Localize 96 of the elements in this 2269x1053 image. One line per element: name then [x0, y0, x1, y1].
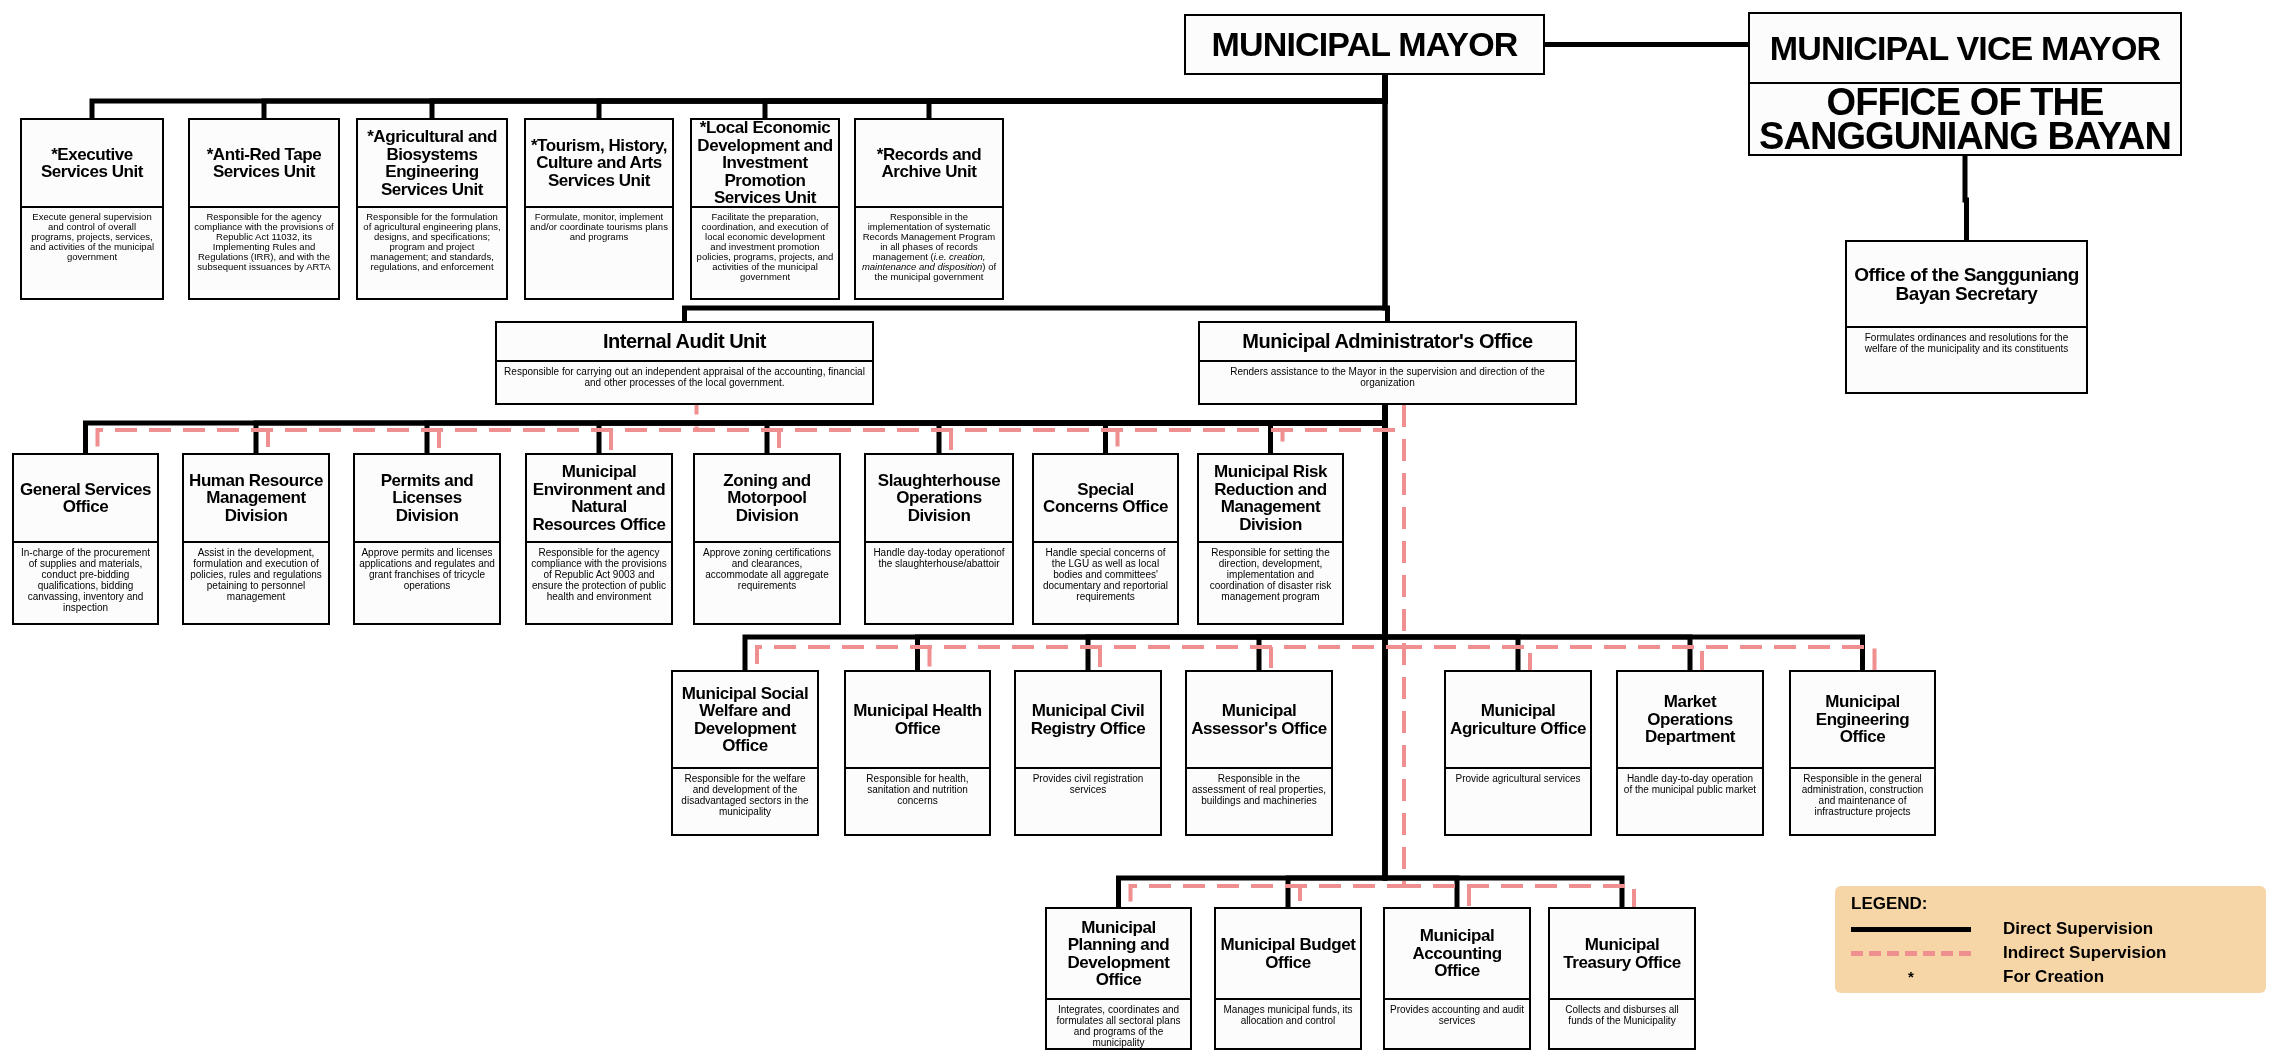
office-box — [182, 453, 330, 625]
office-title: *Tourism, History, Culture and Arts Services Unit — [530, 136, 668, 190]
position-title: OFFICE OF THE SANGGUNIANG BAYAN — [1758, 85, 2172, 153]
office-title: Municipal Accounting Office — [1411, 927, 1503, 980]
office-box — [1444, 670, 1592, 836]
office-box — [20, 118, 164, 300]
position-title: MUNICIPAL MAYOR — [1211, 27, 1518, 62]
office-title: *Agricultural and Biosystems Engineering Services Unit — [366, 128, 498, 198]
office-box — [525, 453, 673, 625]
office-description: Assist in the development, formulation and execution of policies, rules and regulations petaining to personnel management — [189, 547, 323, 602]
office-description: Execute general supervision and control of overall programs, projects, services, and activities of the municipal government — [28, 212, 156, 262]
legend-symbol: * — [1908, 968, 1914, 986]
office-description: Provides civil registration services — [1031, 773, 1145, 795]
office-box — [1185, 670, 1333, 836]
office-title: *Executive Services Unit — [39, 145, 145, 181]
office-description: Renders assistance to the Mayor in the supervision and direction of the organization — [1229, 366, 1546, 388]
office-title: Municipal Health Office — [852, 702, 983, 737]
office-title: Market Operations Department — [1643, 693, 1737, 746]
office-title: General Services Office — [18, 480, 153, 516]
office-box — [1616, 670, 1764, 836]
legend-heading: LEGEND: — [1851, 894, 1929, 914]
office-box — [495, 321, 874, 405]
connector-line — [1545, 42, 1748, 47]
office-box — [1383, 907, 1531, 1050]
office-description: In-charge of the procurement of supplies and materials, conduct pre-bidding qualifications, bidding canvassing, inventory and inspection — [20, 547, 151, 613]
office-title: *Local Economic Development and Investment Promotion Services Unit — [696, 119, 834, 207]
office-description: Responsible for setting the direction, development, implementation and coordination of disaster risk management program — [1208, 547, 1333, 602]
office-description: Provides accounting and audit services — [1389, 1004, 1525, 1026]
position-title: MUNICIPAL VICE MAYOR — [1769, 30, 2161, 66]
office-description: Responsible for health, sanitation and nutrition concerns — [865, 773, 970, 806]
office-description: Handle day-to-day operation of the municipal public market — [1622, 773, 1758, 795]
office-title: Municipal Administrator's Office — [1242, 331, 1533, 352]
office-title: Human Resource Management Division — [188, 471, 324, 525]
office-box — [1045, 907, 1192, 1050]
office-title: Internal Audit Unit — [602, 331, 767, 352]
office-description: Responsible in the general administration, construction and maintenance of infrastructure projects — [1800, 773, 1925, 817]
office-box — [693, 453, 841, 625]
office-description: Integrates, coordinates and formulates all sectoral plans and programs of the municipality — [1055, 1004, 1182, 1048]
office-description: Responsible in the implementation of systematic Records Management Program in all phases of records management (i.e. creation, maintenance and disposition) of the municipal government — [860, 212, 998, 282]
office-description: Approve zoning certifications and clearances, accommodate all aggregate requirements — [702, 547, 832, 591]
office-box — [844, 670, 991, 836]
office-box — [1845, 240, 2088, 394]
office-box — [353, 453, 501, 625]
office-title: Municipal Engineering Office — [1814, 693, 1911, 746]
office-title: Municipal Agriculture Office — [1450, 702, 1586, 737]
office-description: Facilitate the preparation, coordination, and execution of local economic development and investment promotion policies, programs, projects, and activities of the municipal government — [696, 212, 834, 282]
office-box — [188, 118, 340, 300]
title-box — [1748, 12, 2182, 156]
office-description: Responsible for the agency compliance with the provisions of Republic Act 9003 and ensure the protection of public health and environment — [531, 547, 667, 602]
office-title: *Records and Archive Unit — [875, 145, 983, 181]
office-description: Handle day-today operationof the slaughterhouse/abattoir — [872, 547, 1006, 569]
office-title: Municipal Budget Office — [1220, 936, 1356, 971]
legend-text: Indirect Supervision — [2003, 942, 2167, 964]
office-box — [1789, 670, 1936, 836]
office-description: Manages municipal funds, its allocation and control — [1222, 1004, 1354, 1026]
legend-text: For Creation — [2003, 966, 2105, 988]
office-box — [864, 453, 1014, 625]
office-box — [1548, 907, 1696, 1050]
office-description: Responsible for the welfare and development of the disadvantaged sectors in the municipality — [680, 773, 810, 817]
office-box — [671, 670, 819, 836]
office-title: *Anti-Red Tape Services Unit — [205, 145, 323, 181]
office-title: Municipal Assessor's Office — [1191, 702, 1327, 737]
office-description: Responsible for carrying out an independent appraisal of the accounting, financial and other processes of the local government. — [503, 366, 866, 388]
office-title: Permits and Licenses Division — [379, 471, 475, 525]
office-box — [12, 453, 159, 625]
legend-text: Direct Supervision — [2003, 918, 2154, 940]
office-box — [690, 118, 840, 300]
office-description: Collects and disburses all funds of the Municipality — [1564, 1004, 1680, 1026]
office-description: Formulates ordinances and resolutions for the welfare of the municipality and its constituents — [1863, 332, 2070, 354]
office-box — [524, 118, 674, 300]
office-title: Special Concerns Office — [1042, 480, 1169, 516]
office-box — [1198, 321, 1577, 405]
office-description: Provide agricultural services — [1454, 773, 1582, 784]
connector-line — [1962, 156, 1969, 240]
office-title: Municipal Civil Registry Office — [1029, 702, 1147, 737]
office-title: Office of the Sangguniang Bayan Secretary — [1853, 264, 2080, 304]
office-box — [356, 118, 508, 300]
office-box — [1032, 453, 1179, 625]
office-title: Slaughterhouse Operations Division — [876, 471, 1002, 525]
office-title: Municipal Treasury Office — [1562, 936, 1682, 971]
office-title: Zoning and Motorpool Division — [722, 471, 812, 525]
office-title: Municipal Planning and Development Office — [1066, 918, 1171, 989]
office-title: Municipal Risk Reduction and Management Division — [1212, 463, 1329, 533]
office-box — [1197, 453, 1344, 625]
office-title: Municipal Environment and Natural Resources Office — [531, 463, 667, 533]
office-description: Responsible for the formulation of agricultural engineering plans, designs, and specifications; program and project management; and standards, regulations, and enforcement — [362, 212, 502, 272]
office-description: Handle special concerns of the LGU as well as local bodies and committees' documentary and reportorial requirements — [1041, 547, 1170, 602]
office-description: Responsible for the agency compliance with the provisions of Republic Act 11032, its Implementing Rules and Regulations (IRR), and with the subsequent issuances by ARTA — [194, 212, 334, 272]
office-box — [1014, 670, 1162, 836]
title-box — [1184, 14, 1545, 75]
office-description: Formulate, monitor, implement and/or coordinate tourisms plans and programs — [530, 212, 668, 242]
office-description: Approve permits and licenses applications and regulates and grant franchises of tricycle operations — [359, 547, 495, 591]
office-title: Municipal Social Welfare and Development Office — [680, 684, 810, 755]
office-box — [854, 118, 1004, 300]
office-description: Responsible in the assessment of real properties, buildings and machineries — [1191, 773, 1327, 806]
office-box — [1214, 907, 1362, 1050]
